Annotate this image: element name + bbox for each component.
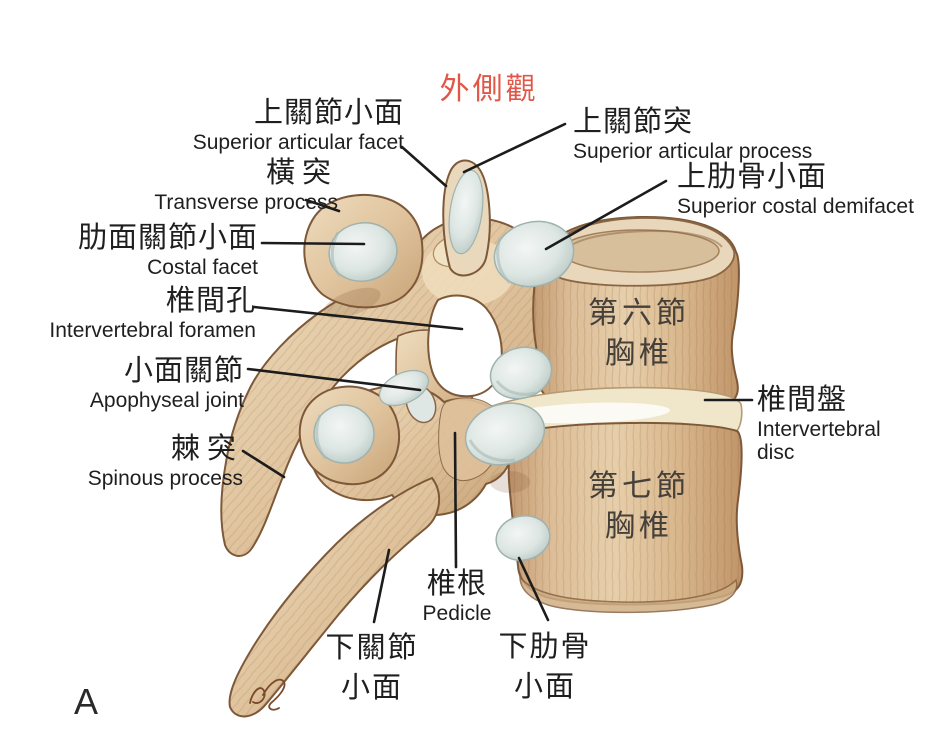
label-seventh-thoracic-vertebra: 第七節 胸椎 [560,467,718,546]
label-apophyseal-joint-zh: 小面關節 [123,355,244,387]
label-costal-facet-en: Costal facet [147,256,258,280]
leader-intervertebral-foramen [252,305,464,331]
costal-facet-crescent [330,231,342,277]
label-intervertebral-foramen-zh: 椎間孔 [165,285,256,317]
label-superior-articular-process-zh: 上關節突 [573,106,694,138]
label-intervertebral-disc-en: Intervertebral disc [757,418,881,465]
label-intervertebral-foramen-en: Intervertebral foramen [49,319,256,343]
t7-inferior-costal-demifacet-shape [495,515,551,561]
superior-costal-demifacet-shape [493,220,575,288]
label-t7-line2: 胸椎 [605,509,673,543]
label-inferior-articular-facet: 下關節 小面 [312,628,432,708]
label-t6-line2: 胸椎 [605,336,673,370]
t7-spine-texture [229,478,440,717]
t6-vertebra [220,159,740,557]
leader-superior-articular-facet [400,145,448,188]
t7-body-texture [508,422,743,605]
leader-spinous-process [241,449,286,479]
intervertebral-foramen-shape [427,294,503,398]
artist-signature [249,678,286,711]
superior-articular-facet-shape [448,169,484,255]
label-intervertebral-disc-zh: 椎間盤 [757,384,848,416]
label-pedicle-zh: 椎根 [426,568,487,600]
label-pedicle-en: Pedicle [422,602,492,626]
label-apophyseal-joint: 小面關節 Apophyseal joint [78,355,244,413]
t6-inferior-costal-demifacet-shape [489,346,553,400]
label-inferior-costal-facet-line2: 小面 [513,671,576,704]
label-costal-facet: 肋面關節小面 Costal facet [45,222,258,280]
facet-crescent-2 [468,439,516,463]
label-apophyseal-joint-en: Apophyseal joint [89,389,244,413]
t7-facet-crescent [315,414,328,461]
label-intervertebral-foramen: 椎間孔 Intervertebral foramen [22,285,256,343]
label-costal-facet-zh: 肋面關節小面 [77,222,258,254]
leader-lines [241,122,754,624]
label-inferior-costal-facet: 下肋骨 小面 [485,627,605,707]
label-superior-costal-demifacet-zh: 上肋骨小面 [677,161,828,193]
label-transverse-process: 橫突 Transverse process [95,157,338,215]
label-superior-articular-facet-zh: 上關節小面 [253,97,404,129]
t6-rim-bowl [560,229,720,273]
view-title: 外側觀 [439,73,539,106]
t7-vertebra [228,384,744,718]
label-superior-articular-process: 上關節突 Superior articular process [573,106,812,164]
label-inferior-articular-facet-line1: 下關節 [325,632,419,664]
leader-costal-facet [260,241,366,246]
label-t7-line1: 第七節 [588,470,690,503]
leader-transverse-process [304,198,341,213]
label-pedicle: 椎根 Pedicle [397,568,517,626]
leader-inferior-articular-facet [372,548,391,624]
label-spinous-process: 棘突 Spinous process [75,433,243,491]
intervertebral-disc-shape [488,386,743,439]
t7-bottom-rim [519,574,738,614]
leader-inferior-costal-facet [517,556,550,622]
label-transverse-process-zh: 橫突 [265,157,338,189]
disc-level-facets [378,346,553,561]
costal-facet-shape [328,222,398,282]
panel-letter: A [74,681,99,722]
label-sixth-thoracic-vertebra: 第六節 胸椎 [560,294,718,373]
label-superior-costal-demifacet-en: Superior costal demifacet [677,195,914,219]
demifacet-crescent [496,237,512,285]
facet-crescent-1 [495,380,537,396]
leader-superior-articular-process [462,122,567,174]
leader-superior-costal-demifacet [544,179,668,251]
label-superior-articular-process-en: Superior articular process [573,140,813,164]
label-superior-costal-demifacet: 上肋骨小面 Superior costal demifacet [677,161,914,219]
label-spinous-process-en: Spinous process [87,467,243,491]
t7-junction-shadow [490,471,530,493]
label-superior-articular-facet: 上關節小面 Superior articular facet [160,97,404,155]
leader-pedicle [453,431,458,569]
label-inferior-articular-facet-line2: 小面 [340,672,403,705]
label-transverse-process-en: Transverse process [154,191,338,215]
t7-costal-facet-shape [313,404,375,464]
t7-superior-costal-facet-shape [464,402,546,466]
label-superior-articular-facet-en: Superior articular facet [192,131,404,155]
label-inferior-costal-facet-line1: 下肋骨 [498,631,592,663]
leader-apophyseal-joint [246,367,422,392]
label-spinous-process-zh: 棘突 [170,433,243,465]
disc-highlight [510,402,670,424]
t6-rim-shadow [569,229,723,248]
label-intervertebral-disc: 椎間盤 Intervertebral disc [757,384,907,465]
t6-knob-shadow [323,287,381,319]
label-t6-line1: 第六節 [588,297,690,330]
